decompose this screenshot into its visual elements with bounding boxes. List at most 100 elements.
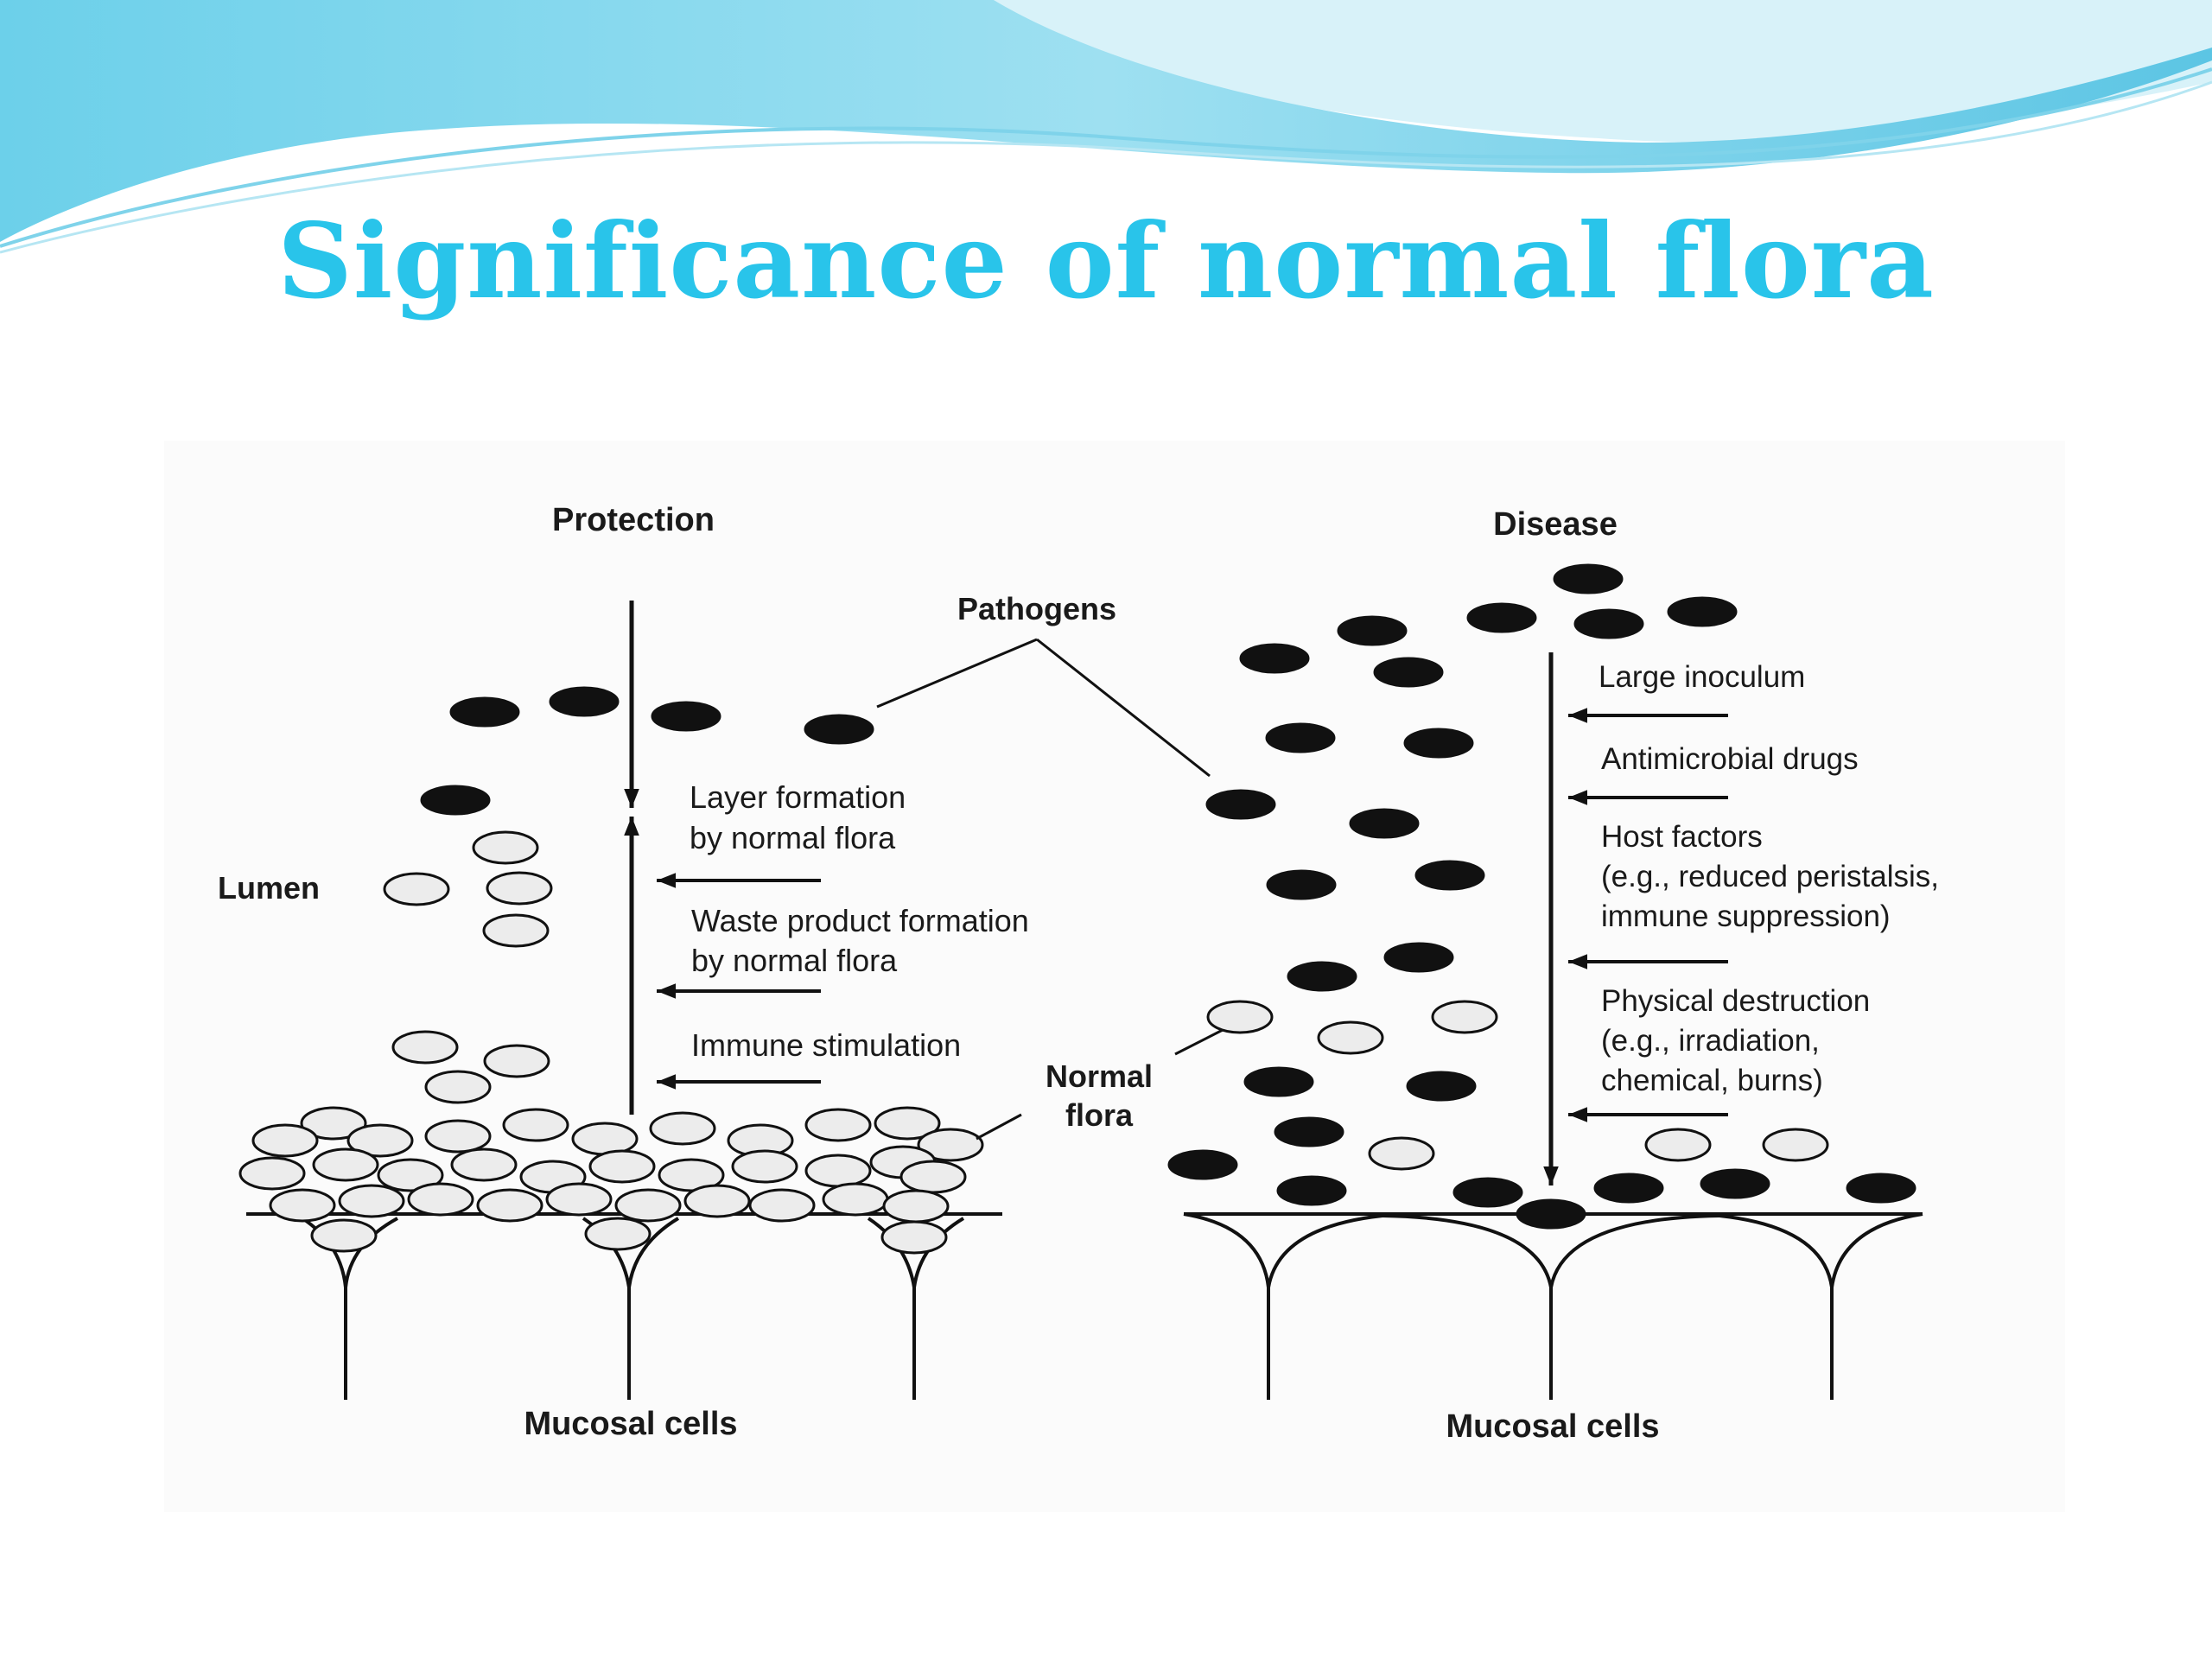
normal-flora-cell [472,830,539,865]
normal-flora-cell [880,1220,948,1255]
factor-4-line1: Physical destruction [1601,984,1870,1018]
pathogen-cell [1205,789,1276,820]
pathogen-cell [651,701,721,732]
normal-flora-cell [1368,1136,1435,1171]
normal-flora-cell [1431,1000,1498,1034]
pathogen-cell [1667,596,1738,627]
pathogen-cell [549,686,620,717]
normal-flora-cell [1644,1128,1712,1162]
disease-mucosal-label: Mucosal cells [1446,1408,1659,1445]
normal-flora-cell [804,1154,872,1188]
protection-mucosal-label: Mucosal cells [524,1406,737,1442]
normal-flora-cell [486,871,553,906]
normal-flora-cell [545,1182,613,1217]
pathogen-cell [1265,722,1336,753]
normal-flora-cell [1317,1020,1384,1055]
pathogen-cell [1383,942,1454,973]
pathogen-cell [1414,860,1485,891]
normal-flora-cell [269,1188,336,1223]
normal-flora-cell [502,1108,569,1142]
pathogen-group [420,686,874,816]
normal-flora-cell [731,1149,798,1184]
pathogen-cell [1452,1177,1523,1208]
normal-flora-cell [1206,1000,1274,1034]
pathogen-cell [1593,1173,1664,1204]
normal-flora-cell [450,1147,518,1182]
normal-flora-cell [391,1030,459,1065]
pathogen-cell [420,785,491,816]
normal-flora-cell [383,872,450,906]
factor-2-line1: Antimicrobial drugs [1601,742,1859,776]
normal-flora-cluster [238,830,984,1255]
pathogen-cell [1243,1066,1314,1097]
mechanism-1-line1: Layer formation [690,779,906,815]
pathogen-cell [804,714,874,745]
normal-flora-cell [407,1182,474,1217]
normal-flora-cell [649,1111,716,1146]
disease-heading: Disease [1493,506,1618,543]
factor-3-line2: (e.g., reduced peristalsis, [1601,860,1939,893]
pathogen-cell [1846,1173,1916,1204]
normal-flora-cell [300,1106,367,1141]
normal-flora-cell [377,1158,444,1192]
factor-3-line1: Host factors [1601,820,1763,854]
normal-flora-cell [683,1184,751,1218]
header-wave-banner [0,0,2212,254]
normal-flora-cell [899,1160,967,1194]
pathogen-cell [1337,615,1408,646]
pathogen-group [1167,563,1916,1230]
protection-panel: Protection Lumen Layer formation by norm… [218,502,1029,1442]
pathogen-cell [449,696,520,728]
normal-flora-cell [346,1123,414,1158]
pathogen-cell [1287,961,1357,992]
figure-panel [164,441,2065,1512]
pathogen-cell [1167,1149,1238,1180]
normal-flora-cell [424,1119,492,1154]
normal-flora-cluster [1206,1000,1829,1171]
normal-flora-cell [483,1044,550,1078]
pathogen-cell [1700,1168,1770,1199]
normal-flora-cell [1762,1128,1829,1162]
pathogen-cell [1266,869,1337,900]
pathogen-cell [1373,657,1444,688]
normal-flora-cell [917,1128,984,1162]
normal-flora-cell [748,1188,816,1223]
pathogen-cell [1274,1116,1344,1147]
pathogens-label: Pathogens [957,591,1116,626]
normal-flora-cell [614,1188,682,1223]
pathogen-cell [1349,808,1420,839]
normal-flora-cell [424,1070,492,1104]
factor-3-line3: immune suppression) [1601,899,1891,933]
mechanism-2-line2: by normal flora [691,943,898,978]
normal-flora-cell [251,1123,319,1158]
normal-flora-cell [338,1184,405,1218]
pathogen-cell [1516,1198,1586,1230]
factor-4-line3: chemical, burns) [1601,1064,1823,1097]
normal-flora-cell [584,1217,652,1251]
protection-heading: Protection [552,502,715,538]
normal-flora-cell [804,1108,872,1142]
pathogen-cell [1466,602,1537,633]
normal-flora-cell [312,1147,379,1182]
shared-labels: Pathogens Normal flora [876,591,1224,1141]
factor-4-line2: (e.g., irradiation, [1601,1024,1820,1058]
mechanism-2-line1: Waste product formation [691,903,1029,938]
pathogen-cell [1403,728,1474,759]
lumen-label: Lumen [218,870,320,906]
normal-flora-cell [482,913,550,948]
normal-flora-cell [588,1149,656,1184]
normal-flora-cell [882,1189,950,1224]
normal-flora-cell [571,1122,639,1156]
normal-flora-cell [476,1188,543,1223]
normal-flora-cell [238,1156,306,1191]
mechanism-3-line1: Immune stimulation [691,1027,961,1063]
normal-flora-cell [310,1218,378,1253]
normal-flora-cell [822,1182,889,1217]
pathogen-cell [1239,643,1310,674]
normal-flora-label-line1: Normal [1046,1058,1153,1094]
pathogen-cell [1573,608,1644,639]
normal-flora-cell [874,1106,941,1141]
slide-title: Significance of normal flora [277,200,1935,322]
pathogen-cell [1553,563,1624,594]
